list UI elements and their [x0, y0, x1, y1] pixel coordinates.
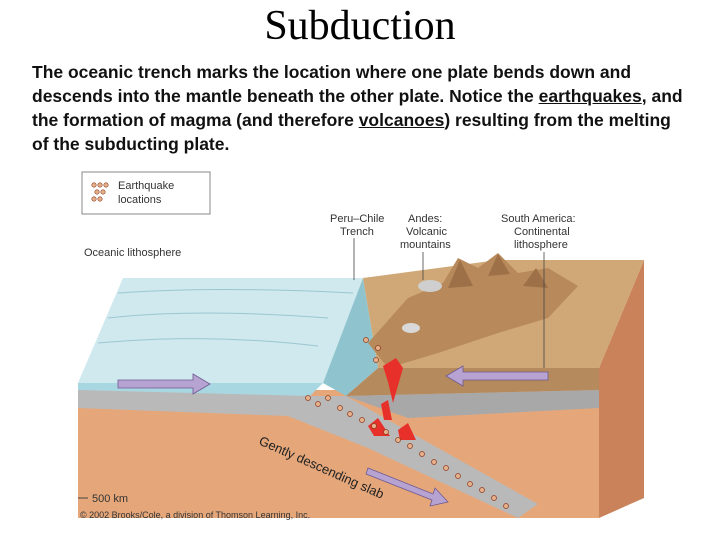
depth-label: 500 km [92, 493, 128, 505]
copyright-label: © 2002 Brooks/Cole, a division of Thomso… [80, 510, 310, 520]
legend-label-line2: locations [118, 194, 162, 206]
south-america-label-line2: Continental [514, 226, 570, 238]
description-paragraph: The oceanic trench marks the location wh… [32, 60, 692, 156]
south-america-label-line1: South America: [501, 213, 576, 225]
trench-label-line2: Trench [340, 226, 374, 238]
south-america-label-line3: lithosphere [514, 239, 568, 251]
oceanic-lithosphere-label: Oceanic lithosphere [84, 247, 181, 259]
volcano-smoke [418, 280, 442, 292]
andes-label-line1: Andes: [408, 213, 442, 225]
page-title: Subduction [0, 2, 720, 50]
trench-label-line1: Peru–Chile [330, 213, 384, 225]
volcanoes-link[interactable]: volcanoes [359, 110, 445, 130]
ocean-surface [78, 278, 363, 383]
andes-label-line3: mountains [400, 239, 451, 251]
volcano-smoke-2 [402, 323, 420, 333]
earthquakes-link[interactable]: earthquakes [539, 86, 642, 106]
andes-label-line2: Volcanic [406, 226, 447, 238]
subduction-diagram: Earthquake locations Oceanic lithosphere… [78, 168, 644, 526]
legend-label-line1: Earthquake [118, 180, 174, 192]
